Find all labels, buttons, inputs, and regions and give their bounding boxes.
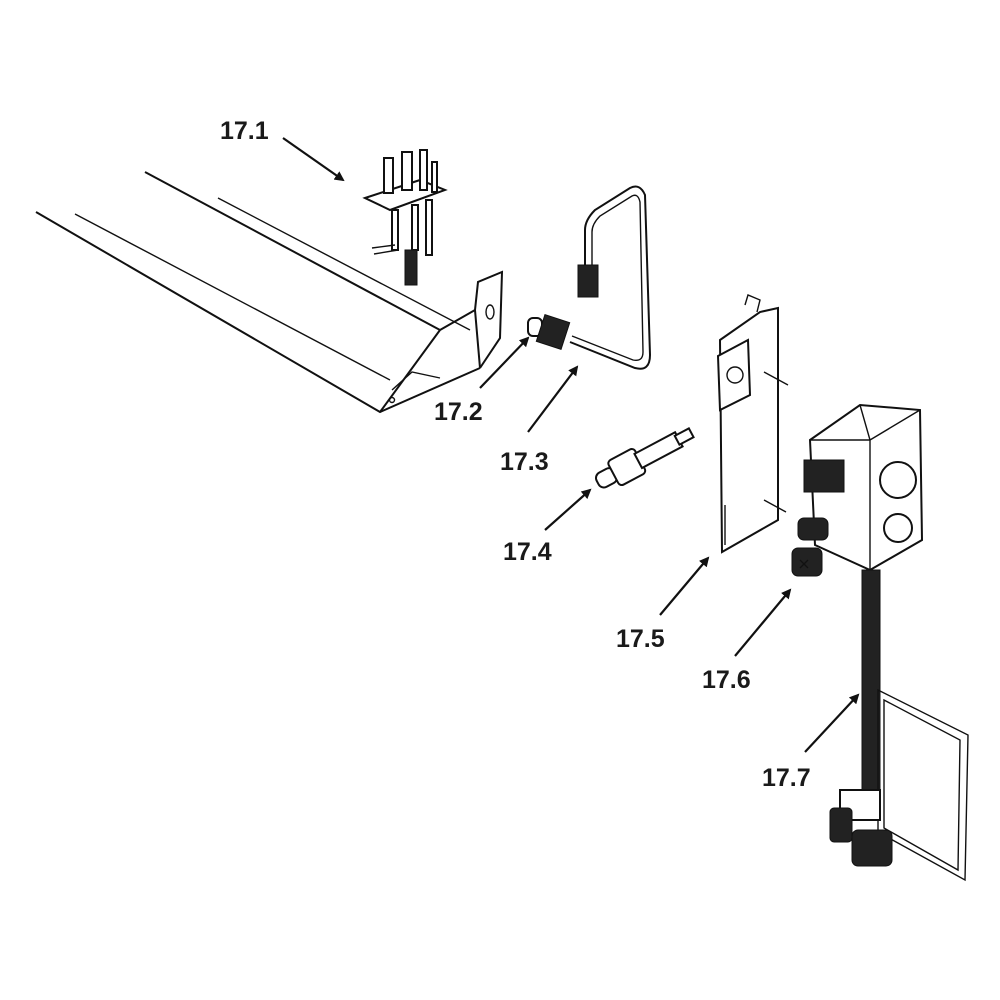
callout-arrow-17-7 — [804, 693, 860, 753]
callout-label-17-3: 17.3 — [500, 448, 549, 476]
callout-arrow-17-4 — [544, 488, 592, 531]
igniter — [594, 427, 695, 489]
callout-arrow-17-6 — [734, 588, 792, 657]
callout-label-17-5: 17.5 — [616, 625, 665, 653]
pilot-tube — [527, 185, 652, 370]
gas-valve — [791, 403, 924, 577]
callout-label-17-2: 17.2 — [434, 398, 483, 426]
callout-arrow-17-2 — [479, 336, 530, 389]
callout-label-17-1: 17.1 — [220, 117, 269, 145]
pilot-fitting — [527, 314, 571, 350]
burner-tray — [35, 171, 504, 414]
callout-arrow-17-1 — [282, 137, 345, 182]
callout-arrow-17-3 — [527, 365, 579, 433]
pilot-assembly — [362, 149, 448, 286]
callout-label-17-6: 17.6 — [702, 666, 751, 694]
callout-arrow-17-5 — [659, 556, 710, 616]
valve-bracket — [716, 294, 789, 554]
callout-label-17-4: 17.4 — [503, 538, 552, 566]
callout-label-17-7: 17.7 — [762, 764, 811, 792]
flex-gas-line — [829, 569, 969, 882]
